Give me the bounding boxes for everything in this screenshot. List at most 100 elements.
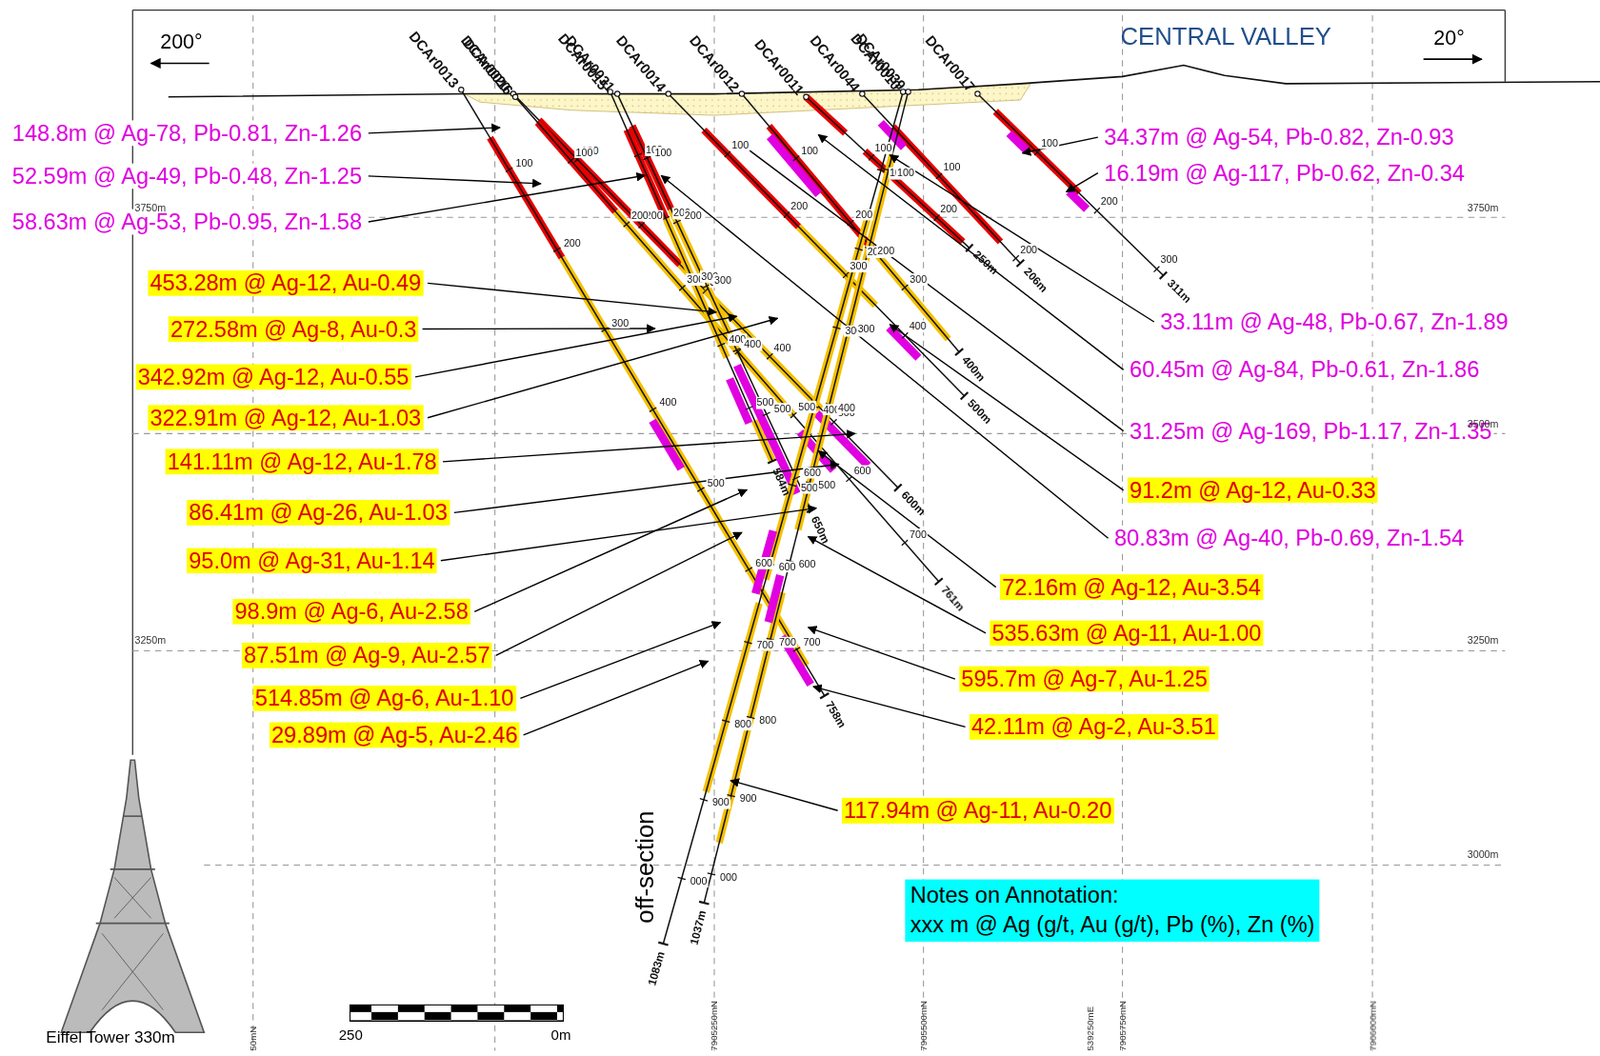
leader-line: [737, 140, 1124, 432]
leader-line: [660, 175, 1108, 539]
depth-tick-mark: [733, 348, 741, 353]
northing-label: 7906000mN: [1367, 1000, 1379, 1052]
leader-line: [1066, 173, 1099, 193]
scale-bar: [350, 1004, 564, 1021]
depth-tick: 400: [837, 401, 857, 414]
assay-annotation: 272.58m @ Ag-8, Au-0.3: [168, 316, 420, 342]
note-text: xxx m @ Ag (g/t, Au (g/t), Pb (%), Zn (%…: [910, 910, 1316, 940]
elevation-label: 3250m: [134, 634, 166, 646]
hole-end-depth: 250m: [971, 248, 1001, 278]
depth-tick-mark: [934, 214, 940, 220]
depth-tick: 200: [630, 210, 650, 222]
collar: [665, 91, 671, 97]
depth-tick: 200: [939, 202, 959, 215]
depth-tick: 800: [758, 714, 778, 726]
depth-tick-mark: [639, 221, 645, 228]
depth-tick: 400: [772, 341, 792, 354]
depth-tick: 600: [754, 557, 774, 569]
depth-tick-mark: [792, 476, 800, 480]
hole-end: [935, 578, 943, 585]
leader-line: [818, 451, 996, 588]
depth-tick-mark: [901, 540, 908, 546]
depth-tick: 000: [719, 871, 739, 883]
collar: [739, 91, 744, 97]
assay-annotation: 33.11m @ Ag-48, Pb-0.67, Zn-1.89: [1158, 309, 1511, 336]
assay-annotation: 91.2m @ Ag-12, Au-0.33: [1127, 477, 1379, 503]
hole-end-depth: 650m: [808, 514, 833, 546]
drill-trace: [515, 97, 940, 582]
depth-tick-mark: [643, 156, 652, 160]
assay-annotation: 29.89m @ Ag-5, Au-2.46: [269, 722, 520, 749]
assay-annotation: 148.8m @ Ag-78, Pb-0.81, Zn-1.26: [10, 120, 365, 146]
drill-trace: [513, 94, 899, 489]
depth-tick: 500: [817, 480, 837, 492]
depth-tick-mark: [877, 169, 885, 172]
depth-tick-mark: [678, 877, 686, 880]
depth-tick-mark: [793, 156, 800, 162]
hole-end-depth: 1083m: [645, 949, 668, 987]
northing-label: 7905750mN: [1117, 1000, 1128, 1052]
depth-tick: 700: [908, 528, 928, 540]
depth-tick: 800: [733, 718, 753, 730]
depth-tick: 200: [683, 210, 703, 222]
depth-tick: 100: [1040, 137, 1060, 149]
assay-interval: [769, 136, 819, 195]
elevation-label: 3000m: [1467, 848, 1500, 860]
off-section-label: off-section: [630, 810, 660, 923]
collar: [615, 91, 620, 97]
assay-annotation: 58.63m @ Ag-53, Pb-0.95, Zn-1.58: [10, 209, 365, 236]
depth-tick-mark: [702, 287, 709, 294]
assay-annotation: 31.25m @ Ag-169, Pb-1.17, Zn-1.35: [1127, 418, 1495, 444]
leader-line: [496, 532, 742, 656]
depth-tick-mark: [762, 412, 771, 417]
northing-label: 7905250mN: [709, 1000, 720, 1052]
depth-tick: 100: [874, 141, 894, 154]
collar: [905, 89, 911, 95]
assay-annotation: 16.19m @ Ag-117, Pb-0.62, Zn-0.34: [1101, 160, 1467, 186]
depth-tick: 100: [515, 157, 535, 169]
leader-line: [808, 537, 986, 634]
leader-line: [454, 464, 840, 514]
depth-tick-mark: [505, 167, 513, 172]
assay-annotation: 86.41m @ Ag-26, Au-1.03: [186, 500, 450, 526]
depth-tick: 700: [801, 637, 821, 649]
depth-tick: 600: [778, 560, 798, 573]
assay-annotation: 342.92m @ Ag-12, Au-0.55: [136, 364, 412, 391]
assay-annotation: 72.16m @ Ag-12, Au-3.54: [1000, 574, 1263, 600]
leader-line: [368, 176, 541, 184]
collar: [860, 91, 865, 97]
depth-tick: 500: [800, 482, 820, 495]
depth-tick: 200: [1019, 243, 1039, 256]
assay-annotation: 514.85m @ Ag-6, Au-1.10: [253, 685, 517, 712]
depth-tick-mark: [679, 285, 685, 292]
leader-line: [442, 433, 856, 461]
depth-tick-mark: [743, 641, 752, 644]
assay-annotation: 141.11m @ Ag-12, Au-1.78: [165, 448, 440, 475]
depth-tick: 200: [854, 208, 874, 220]
depth-tick-mark: [1094, 207, 1100, 214]
depth-tick: 100: [574, 146, 594, 159]
depth-tick-mark: [623, 221, 630, 228]
depth-tick: 300: [848, 260, 868, 272]
northing-label: 7905500mN: [918, 1000, 929, 1052]
note-text: Notes on Annotation:: [910, 881, 1316, 912]
depth-tick: 400: [658, 397, 678, 409]
depth-tick: 100: [941, 161, 961, 174]
hole-end-depth: 400m: [959, 354, 988, 385]
assay-annotation: 60.45m @ Ag-84, Pb-0.61, Zn-1.86: [1127, 357, 1482, 383]
hole-name: DCAr0016: [460, 35, 517, 99]
leader-line: [415, 316, 738, 378]
leader-line: [368, 127, 500, 134]
easting-label: 539250mE: [1084, 1006, 1096, 1052]
assay-annotation: 535.63m @ Ag-11, Au-1.00: [989, 620, 1263, 646]
depth-tick: 400: [908, 320, 928, 333]
hole-end: [658, 942, 668, 946]
depth-tick: 700: [755, 640, 775, 652]
depth-tick-mark: [649, 407, 657, 412]
drill-holes: [459, 87, 1168, 946]
depth-tick: 200: [876, 244, 896, 257]
depth-tick: 500: [773, 402, 793, 415]
assay-annotation: 34.37m @ Ag-54, Pb-0.82, Zn-0.93: [1101, 124, 1457, 151]
depth-tick: 200: [562, 237, 582, 249]
depth-tick-mark: [745, 406, 754, 410]
